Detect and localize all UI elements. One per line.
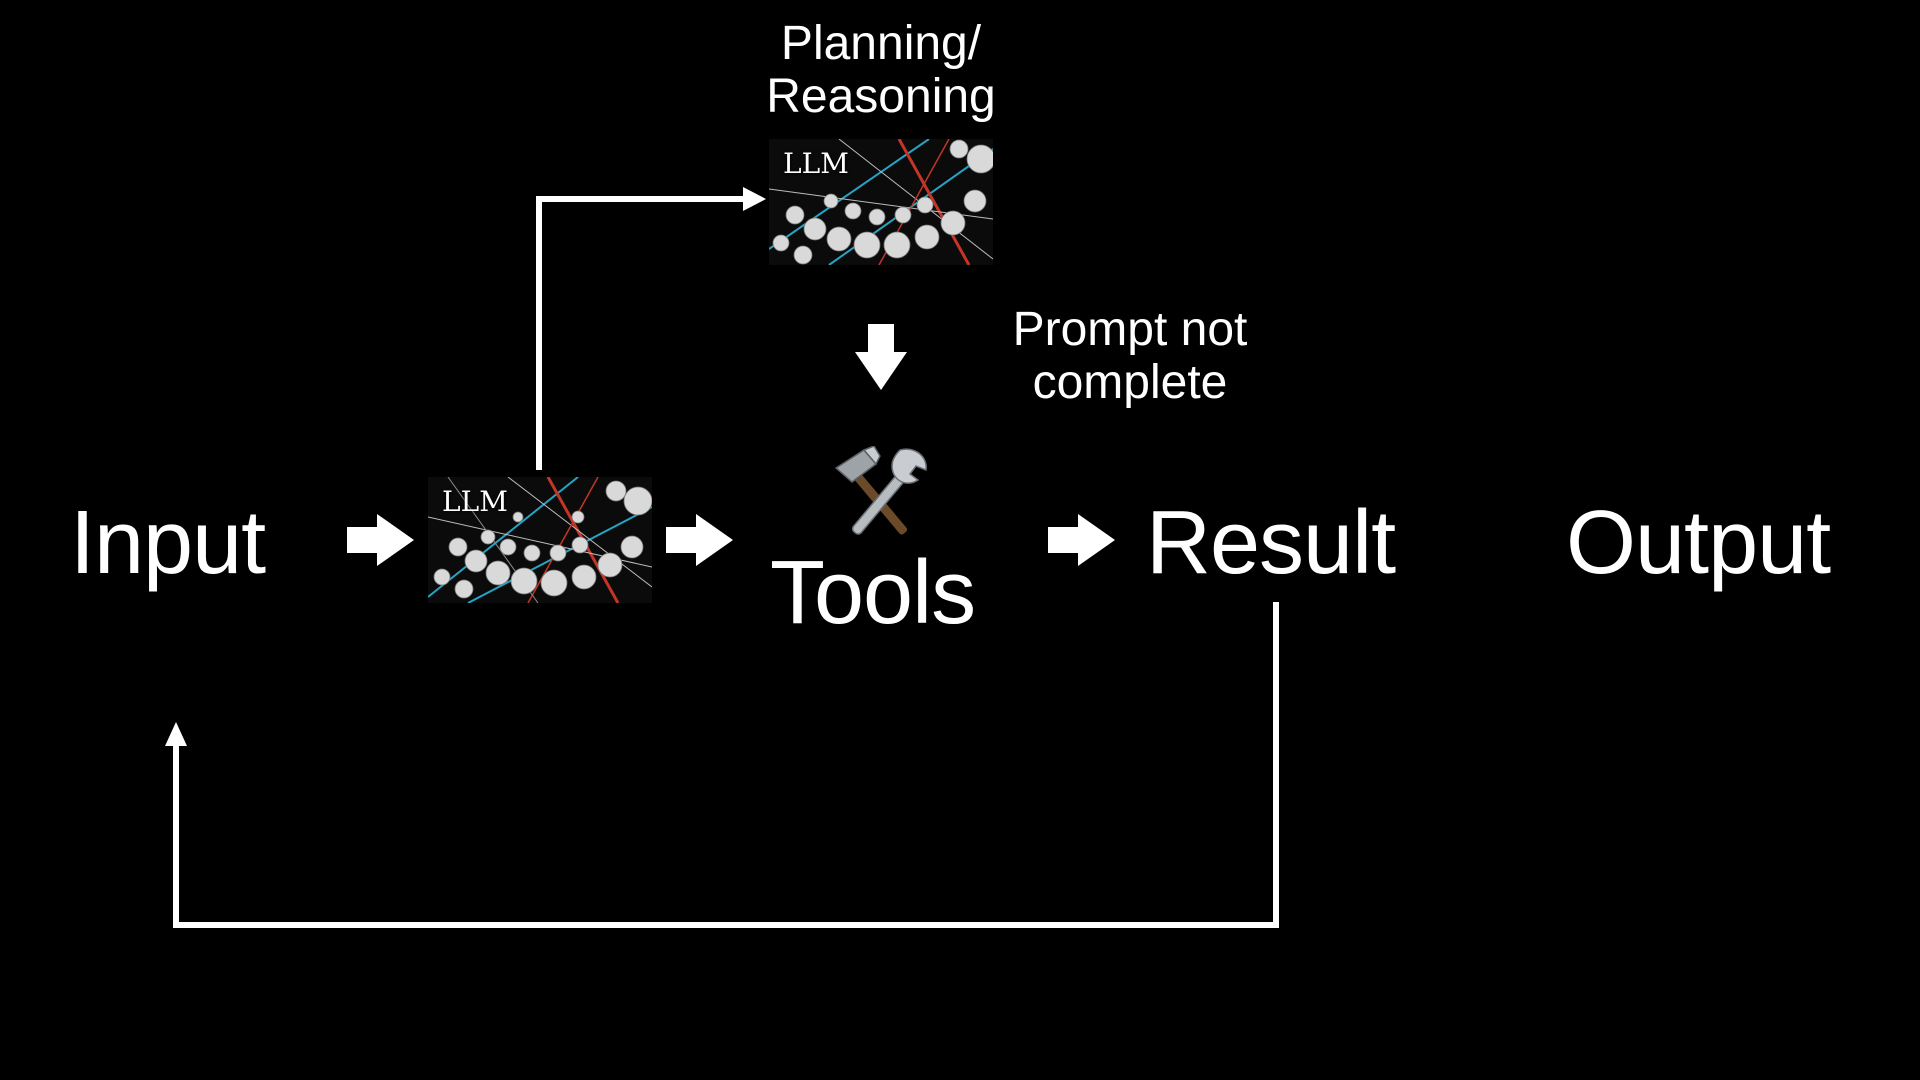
planning-to-tools-down-arrow xyxy=(855,324,907,390)
planning-subtitle: Reasoning xyxy=(766,69,996,123)
tools-to-result-arrow xyxy=(1048,514,1115,566)
llm-planning-tag: LLM xyxy=(783,147,849,180)
loop-arrowhead xyxy=(165,722,187,746)
hammer-and-wrench-icon xyxy=(834,446,927,535)
prompt-line-2: complete xyxy=(1032,355,1228,409)
prompt-not-complete-label: Prompt not complete xyxy=(990,303,1270,410)
llm-planning-network-graphic xyxy=(769,139,993,265)
llm-to-tools-arrow xyxy=(666,514,733,566)
llm-planning-image: LLM xyxy=(769,139,993,265)
planning-label: Planning/ Reasoning xyxy=(754,17,1008,124)
result-to-input-loop xyxy=(173,602,1279,928)
llm-main-image: LLM xyxy=(428,477,652,603)
llm-network-graphic xyxy=(428,477,652,603)
prompt-line-1: Prompt not xyxy=(1012,303,1248,356)
input-to-llm-arrow xyxy=(347,514,414,566)
planning-title: Planning/ xyxy=(780,17,982,70)
output-label: Output xyxy=(1566,493,1831,593)
result-label: Result xyxy=(1146,493,1396,593)
tools-label: Tools xyxy=(770,543,976,643)
llm-main-tag: LLM xyxy=(442,485,508,518)
input-label: Input xyxy=(70,493,266,593)
llm-to-planning-arrowhead xyxy=(743,187,766,211)
llm-to-planning-connector xyxy=(536,196,748,470)
